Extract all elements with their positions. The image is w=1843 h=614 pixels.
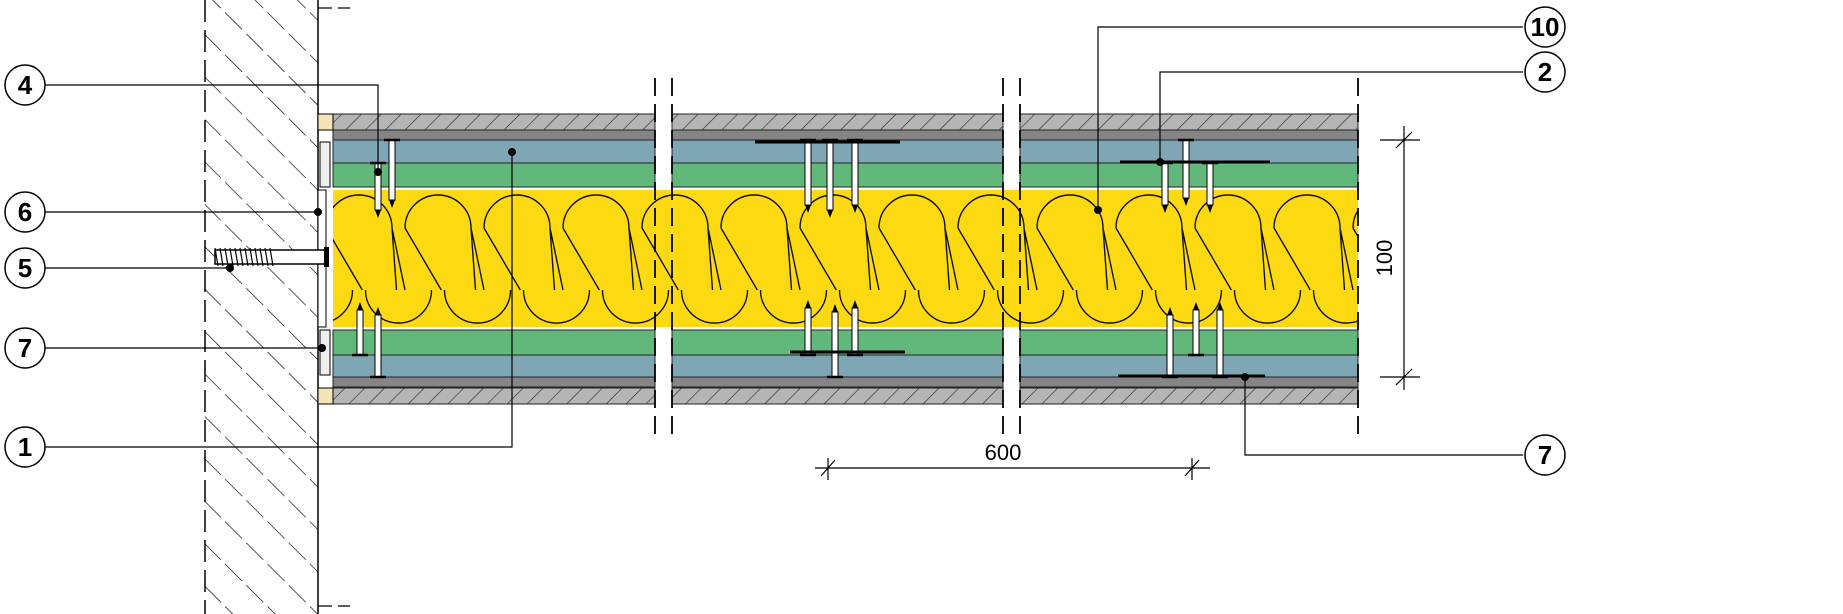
- svg-text:7: 7: [18, 333, 32, 363]
- svg-text:4: 4: [18, 70, 33, 100]
- svg-text:600: 600: [985, 440, 1022, 465]
- svg-text:100: 100: [1372, 240, 1397, 277]
- board-layer: [671, 387, 1004, 405]
- svg-text:6: 6: [18, 197, 32, 227]
- board-layer: [671, 113, 1004, 131]
- screw: [827, 304, 843, 379]
- screw: [384, 138, 400, 208]
- board-layer: [332, 139, 656, 164]
- callout-6: 6: [4, 191, 46, 233]
- drywall-screws: [352, 138, 1270, 379]
- callout-5: 5: [4, 247, 46, 289]
- svg-text:2: 2: [1538, 57, 1552, 87]
- board-layer: [1019, 387, 1359, 405]
- screw: [847, 138, 863, 213]
- screw: [370, 307, 386, 379]
- wool-pattern: [333, 194, 1358, 324]
- mineral-wool-insulation: [333, 190, 1358, 327]
- dimension-600: 600: [815, 440, 1210, 480]
- board-layer: [1019, 329, 1359, 356]
- board-layer: [332, 162, 656, 188]
- screw: [847, 300, 863, 357]
- screw: [800, 300, 816, 357]
- board-layer: [671, 162, 1004, 188]
- screw: [352, 302, 368, 357]
- svg-text:5: 5: [18, 253, 32, 283]
- board-layer: [1019, 113, 1359, 131]
- screw: [822, 138, 838, 218]
- dimension-100: 100: [1372, 126, 1420, 390]
- board-layer: [332, 129, 656, 141]
- screw: [1188, 302, 1204, 357]
- board-layer: [1019, 354, 1359, 378]
- wall-anchor: [214, 247, 329, 267]
- leader-dots: [226, 148, 1249, 381]
- board-layer: [1019, 129, 1359, 141]
- board-layer: [1019, 376, 1359, 388]
- svg-text:1: 1: [18, 432, 32, 462]
- board-layer: [332, 387, 656, 405]
- callout-4: 4: [4, 64, 46, 106]
- callout-7-right: 7: [1524, 434, 1566, 476]
- leader-lines: [45, 26, 1523, 456]
- svg-text:10: 10: [1531, 12, 1560, 42]
- board-layer: [671, 376, 1004, 388]
- board-layer: [671, 129, 1004, 141]
- callout-10: 10: [1524, 6, 1566, 48]
- callout-7-left: 7: [4, 327, 46, 369]
- break-lines: [654, 78, 1359, 440]
- svg-text:7: 7: [1538, 440, 1552, 470]
- board-layer: [332, 376, 656, 388]
- callout-2: 2: [1524, 51, 1566, 93]
- callout-1: 1: [4, 426, 46, 468]
- masonry-wall: [204, 0, 350, 614]
- screw: [1178, 138, 1194, 206]
- board-layer: [332, 329, 656, 356]
- board-layer: [332, 113, 656, 131]
- screw: [800, 138, 816, 213]
